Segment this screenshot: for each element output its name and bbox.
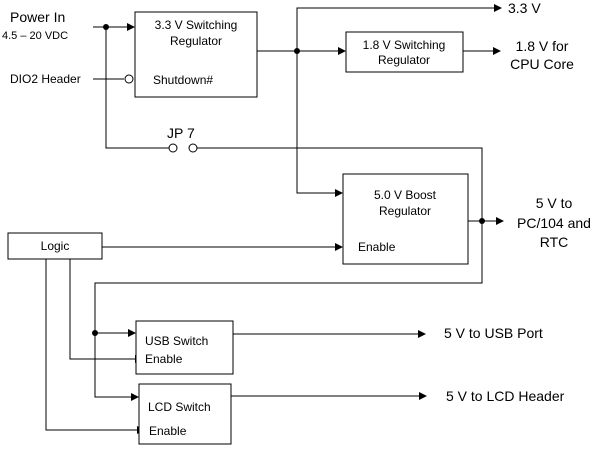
reg33-title-line1: 3.3 V Switching — [155, 18, 238, 32]
dio2-header-label: DIO2 Header — [10, 72, 81, 86]
usb-switch-title: USB Switch — [145, 334, 208, 348]
usb-switch-enable-pin: Enable — [145, 352, 183, 366]
output-lcd-header-label: 5 V to LCD Header — [446, 388, 565, 404]
block-reg33: 3.3 V Switching Regulator Shutdown# — [134, 11, 258, 98]
output-18v-line2: CPU Core — [510, 56, 574, 72]
wire-33v-up — [296, 7, 494, 51]
output-usb-port-label: 5 V to USB Port — [444, 325, 543, 341]
junctions — [92, 24, 485, 336]
reg33-title-line2: Regulator — [170, 34, 222, 48]
jp7-label: JP 7 — [167, 125, 195, 141]
jp7-pin-right — [188, 143, 198, 153]
shutdown-inversion-bubble — [124, 74, 134, 84]
logic-box — [7, 232, 103, 260]
usb-switch-box — [135, 320, 234, 375]
arrow-to-lcd-switch — [131, 393, 139, 401]
arrow-to-reg33 — [127, 23, 135, 31]
junction-usb-branch — [92, 330, 98, 336]
power-range-label: 4.5 – 20 VDC — [2, 30, 68, 42]
wire-logic-lcd-enable — [45, 259, 137, 431]
block-reg18: 1.8 V Switching Regulator — [345, 31, 464, 73]
wire-logic-usb-enable — [69, 259, 135, 360]
block-usb-switch: USB Switch Enable — [135, 320, 234, 375]
block-lcd-switch: LCD Switch Enable — [138, 383, 232, 445]
reg18-title-line2: Regulator — [378, 53, 430, 67]
lcd-switch-enable-pin: Enable — [149, 424, 187, 438]
arrow-to-usb-switch — [128, 329, 136, 337]
output-5v-line3: RTC — [540, 234, 569, 250]
reg18-box — [345, 31, 464, 73]
output-5v-line2: PC/104 and — [517, 215, 591, 231]
arrow-to-cpu-core — [493, 47, 501, 55]
lcd-switch-title: LCD Switch — [148, 400, 211, 414]
reg18-title-line1: 1.8 V Switching — [363, 38, 446, 52]
block-logic: Logic — [7, 232, 103, 260]
wires — [45, 7, 496, 431]
wire-33v-down — [296, 51, 335, 194]
wire-power-to-jp7 — [105, 27, 169, 149]
logic-label: Logic — [41, 239, 70, 253]
junction-33v-bus — [294, 48, 300, 54]
output-33v-label: 3.3 V — [508, 0, 541, 16]
arrow-to-33v-out — [494, 4, 502, 12]
reg33-box — [134, 11, 258, 98]
wire-jp7-to-bus — [94, 147, 483, 398]
lcd-switch-box — [138, 383, 232, 445]
block-boost5: 5.0 V Boost Regulator Enable — [342, 173, 469, 265]
boost5-enable-pin: Enable — [358, 240, 396, 254]
arrow-to-boost — [335, 189, 343, 197]
arrow-to-boost-enable — [335, 243, 343, 251]
arrow-to-reg18 — [338, 47, 346, 55]
output-18v-line1: 1.8 V for — [516, 38, 569, 54]
reg33-shutdown-pin: Shutdown# — [153, 73, 213, 87]
arrow-to-lcd-header — [419, 392, 427, 400]
arrow-to-usb-port — [418, 330, 426, 338]
junction-boost-out — [479, 218, 485, 224]
boost5-box — [342, 173, 469, 265]
boost5-title-line2: Regulator — [379, 204, 431, 218]
junction-power-in — [103, 24, 109, 30]
boost5-title-line1: 5.0 V Boost — [374, 188, 437, 202]
arrow-to-pc104 — [496, 217, 504, 225]
output-5v-line1: 5 V to — [536, 195, 573, 211]
jp7-pin-left — [168, 143, 178, 153]
power-in-label: Power In — [10, 9, 65, 25]
